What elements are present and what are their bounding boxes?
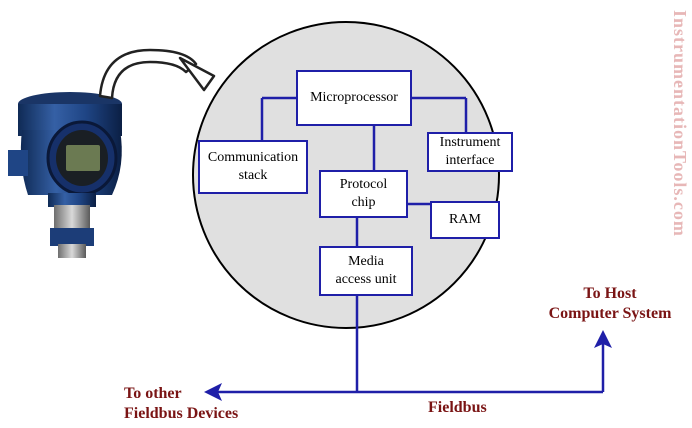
internal-wires <box>260 96 468 246</box>
ram-block: RAM <box>430 201 500 239</box>
communication-stack-block: Communication stack <box>198 140 308 194</box>
protocol-chip-block: Protocol chip <box>319 170 408 218</box>
fieldbus-wires <box>212 296 605 394</box>
fieldbus-label: Fieldbus <box>428 399 487 416</box>
curved-arrow-icon <box>98 48 216 100</box>
pressure-transmitter-image <box>8 92 122 258</box>
microprocessor-block: Microprocessor <box>296 70 412 126</box>
watermark: InstrumentationTools.com <box>670 10 690 237</box>
to-other-devices-label: To other Fieldbus Devices <box>124 385 239 422</box>
to-host-label: To Host Computer System <box>548 285 672 322</box>
arrow-left-icon <box>204 383 222 401</box>
instrument-interface-block: Instrument interface <box>427 132 513 172</box>
arrow-up-icon <box>594 330 612 348</box>
media-access-unit-block: Media access unit <box>319 246 413 296</box>
